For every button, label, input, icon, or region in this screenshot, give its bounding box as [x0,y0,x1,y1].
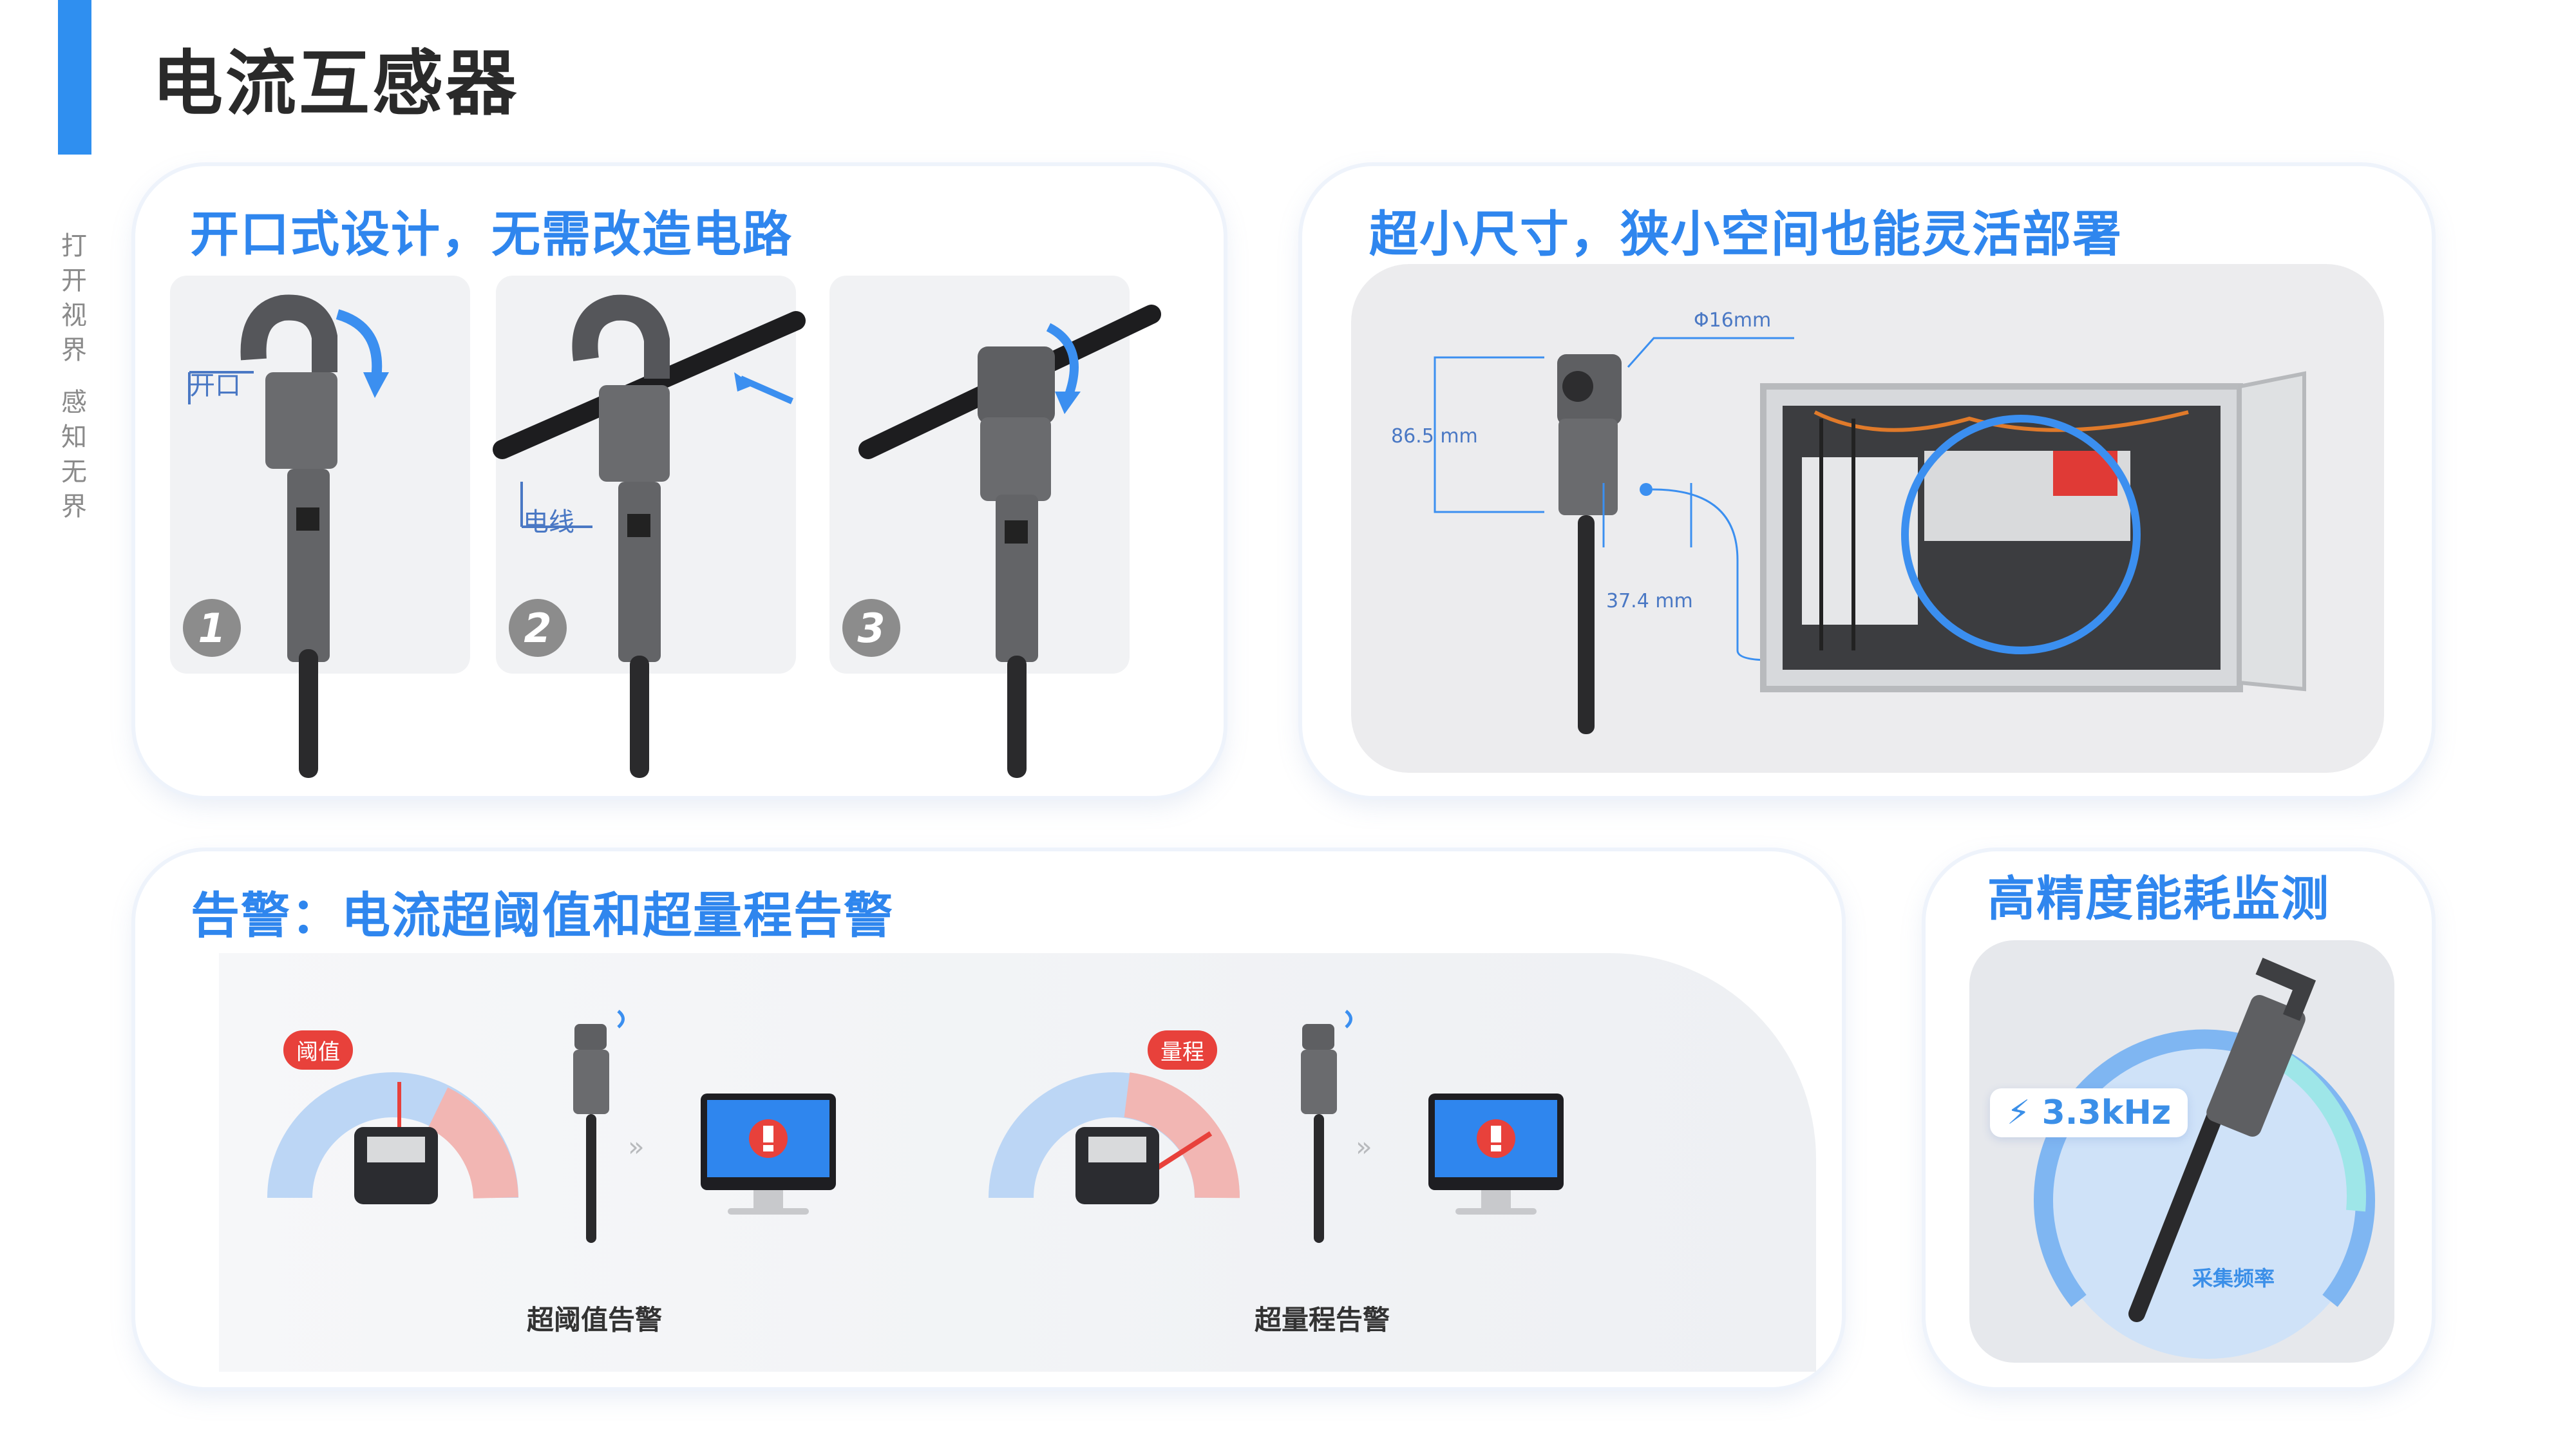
device-step-3-image [858,305,1161,778]
step-number-3: 3 [842,599,900,657]
svg-text:»: » [1356,1131,1372,1162]
side-slogan: 打开视界 感知无界 [57,232,86,527]
step-number-2: 2 [509,599,567,657]
label-wire: 电线 [523,507,574,537]
card-precision-title: 高精度能耗监测 [1987,871,2330,927]
frequency-value: 3.3kHz [2041,1094,2172,1132]
card-alarm-title: 告警：电流超阈值和超量程告警 [191,887,894,944]
range-flow-device-image: » » [1301,1010,1564,1243]
caption-threshold-alarm: 超阈值告警 [527,1304,663,1336]
card-open-design-title: 开口式设计，无需改造电路 [190,205,793,263]
svg-text:»: » [628,1131,645,1162]
card-small-size-title: 超小尺寸，狭小空间也能灵活部署 [1369,205,2123,263]
tag-range: 量程 [1148,1030,1217,1070]
accent-bar [58,0,91,155]
frequency-label: 采集频率 [2192,1266,2275,1291]
step-number-1: 1 [183,599,241,657]
range-gauge-image [989,1072,1240,1204]
device-step-2-image [493,294,806,778]
dim-width: 37.4 mm [1606,590,1693,612]
caption-range-alarm: 超量程告警 [1255,1304,1390,1336]
label-open: 开口 [189,371,241,401]
threshold-flow-device-image: » » [573,1010,836,1243]
lightning-icon: ⚡ [2007,1094,2031,1132]
cabinet-scene-image [1434,337,2306,734]
threshold-gauge-image [267,1072,518,1204]
frequency-badge: ⚡ 3.3kHz [1990,1088,2188,1137]
device-step-1-image [188,294,389,778]
dim-diameter: Φ16mm [1694,309,1772,332]
dim-height: 86.5 mm [1391,425,1478,448]
tag-threshold: 阈值 [283,1030,353,1070]
page-title: 电流互感器 [152,43,519,125]
precision-gauge-image [2034,958,2375,1359]
